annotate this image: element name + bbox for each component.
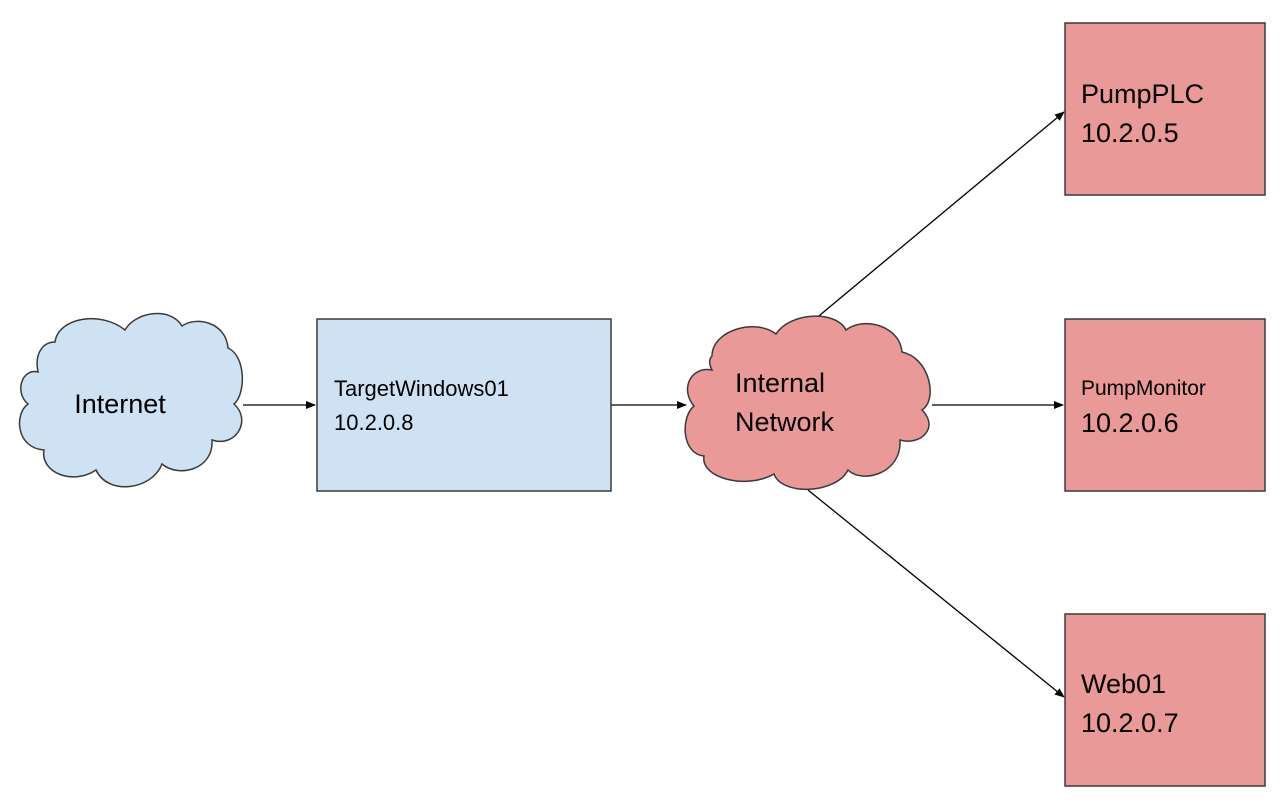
node-pump-monitor: PumpMonitor 10.2.0.6 xyxy=(1064,318,1266,492)
edge-internal-network-to-pumpplc xyxy=(807,111,1065,326)
node-pump-plc: PumpPLC 10.2.0.5 xyxy=(1064,22,1266,196)
node-web01: Web01 10.2.0.7 xyxy=(1064,613,1266,787)
web01-box xyxy=(1064,613,1266,787)
pump-monitor-box xyxy=(1064,318,1266,492)
pump-monitor-name: PumpMonitor xyxy=(1081,377,1206,400)
node-target-windows: TargetWindows01 10.2.0.8 xyxy=(316,318,612,492)
web01-name: Web01 xyxy=(1081,669,1166,699)
pump-plc-box xyxy=(1064,22,1266,196)
internet-cloud-shape xyxy=(18,312,244,488)
target-windows-ip: 10.2.0.8 xyxy=(334,410,414,435)
pump-monitor-ip: 10.2.0.6 xyxy=(1081,408,1179,438)
edge-internal-network-to-web01 xyxy=(807,489,1065,698)
internet-label: Internet xyxy=(74,389,166,419)
target-windows-box xyxy=(316,318,612,492)
pump-plc-ip: 10.2.0.5 xyxy=(1081,118,1179,148)
internal-network-label-line2: Network xyxy=(735,407,835,437)
pump-plc-name: PumpPLC xyxy=(1081,79,1204,109)
internal-network-cloud-shape xyxy=(684,315,931,491)
edges xyxy=(243,111,1065,698)
target-windows-name: TargetWindows01 xyxy=(334,376,509,401)
internal-network-label-line1: Internal xyxy=(735,368,825,398)
web01-ip: 10.2.0.7 xyxy=(1081,708,1179,738)
node-internal-network: Internal Network xyxy=(684,315,931,491)
node-internet: Internet xyxy=(18,312,244,488)
